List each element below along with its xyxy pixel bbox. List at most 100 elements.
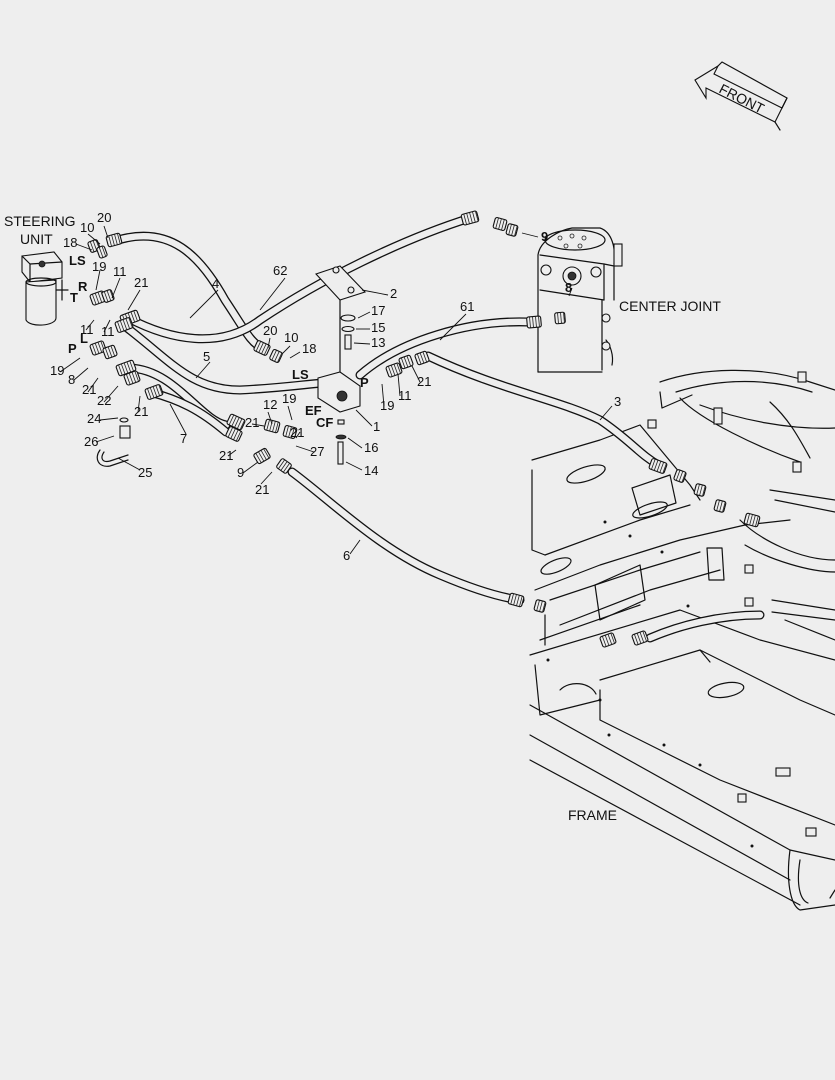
leader-line [111, 277, 121, 299]
callout: 21 [417, 374, 431, 389]
fitting [554, 311, 566, 325]
leader-line [357, 311, 371, 319]
frame-structure: FRAME [529, 369, 835, 911]
callout: 21 [134, 275, 148, 290]
leader-line [103, 225, 109, 239]
leader-line [227, 449, 237, 457]
port-label: T [70, 290, 78, 305]
callout: 15 [371, 320, 385, 335]
hose-fittings [87, 210, 761, 648]
leader-line [439, 313, 467, 341]
callout: 19 [380, 398, 394, 413]
fitting [144, 384, 164, 400]
callout: 11 [113, 264, 127, 279]
port-labels: LS R T L P LS P EF CF [68, 253, 369, 430]
hoses [113, 213, 765, 643]
callout: 14 [364, 463, 378, 478]
callout: 2 [390, 286, 397, 301]
callout: 21 [255, 482, 269, 497]
fitting [105, 232, 123, 248]
callout: 21 [290, 425, 304, 440]
callout: 19 [92, 259, 106, 274]
callout: 21 [82, 382, 96, 397]
port-label: LS [69, 253, 86, 268]
leader-line [355, 409, 373, 427]
callout: 12 [263, 397, 277, 412]
leader-line [103, 319, 111, 333]
leader-line [242, 461, 259, 474]
leader-line [347, 437, 363, 449]
leader-line [169, 403, 187, 435]
leader-line [99, 417, 119, 421]
leader-line [73, 367, 89, 381]
callout: 6 [343, 548, 350, 563]
leader-line [267, 337, 271, 349]
callout: 9 [541, 229, 548, 244]
center-joint: CENTER JOINT [537, 227, 721, 373]
callout: 18 [302, 341, 316, 356]
callout: 9 [237, 465, 244, 480]
port-label: P [360, 375, 369, 390]
leader-line [75, 243, 93, 251]
leader-line [87, 233, 101, 245]
front-arrow: FRONT [694, 61, 788, 131]
callout: 8 [68, 372, 75, 387]
fitting [492, 217, 508, 231]
callout: 8 [565, 280, 572, 295]
front-label: FRONT [717, 80, 768, 116]
leader-line [381, 383, 385, 407]
fitting [276, 458, 292, 474]
fitting [693, 483, 707, 497]
callout: 26 [84, 434, 98, 449]
fitting [385, 362, 403, 378]
leader-line [189, 289, 219, 319]
fitting [115, 359, 137, 377]
leader-line [59, 357, 81, 373]
fitting [673, 469, 687, 483]
steering-unit-label-2: UNIT [20, 231, 53, 247]
leader-line [260, 471, 273, 485]
port-label: R [78, 279, 88, 294]
leader-line [195, 361, 211, 379]
callout: 17 [371, 303, 385, 318]
callout-leader-lines [59, 225, 613, 555]
leader-line [95, 435, 115, 443]
fitting [263, 418, 281, 434]
leader-line [295, 445, 315, 453]
fitting [101, 289, 115, 303]
callout: 4 [212, 276, 219, 291]
bracket-clamp-parts [96, 417, 131, 467]
port-label: P [68, 341, 77, 356]
callout: 21 [134, 404, 148, 419]
port-label: EF [305, 403, 322, 418]
leader-line [87, 377, 99, 393]
fitting [226, 413, 246, 431]
callout: 3 [614, 394, 621, 409]
leader-line [345, 461, 363, 471]
callout: 20 [263, 323, 277, 338]
callout: 13 [371, 335, 385, 350]
callout: 18 [63, 235, 77, 250]
fitting [89, 340, 107, 356]
fitting [398, 354, 414, 370]
fitting [507, 592, 525, 608]
leader-line [95, 269, 101, 291]
leader-line [281, 345, 291, 355]
fitting [505, 223, 519, 237]
fitting [631, 630, 649, 646]
fitting [599, 632, 617, 648]
leader-line [361, 289, 389, 296]
callouts: 10 20 18 19 11 21 11 11 19 8 21 22 21 24… [50, 210, 621, 563]
fitting [713, 499, 727, 513]
callout: 22 [97, 393, 111, 408]
callout: 16 [364, 440, 378, 455]
callout: 10 [80, 220, 94, 235]
leader-line [289, 351, 301, 359]
frame-label: FRAME [568, 807, 617, 823]
fitting [225, 426, 243, 442]
leader-line [353, 342, 371, 345]
callout: 1 [373, 419, 380, 434]
leader-line [295, 431, 301, 439]
callout: 19 [50, 363, 64, 378]
